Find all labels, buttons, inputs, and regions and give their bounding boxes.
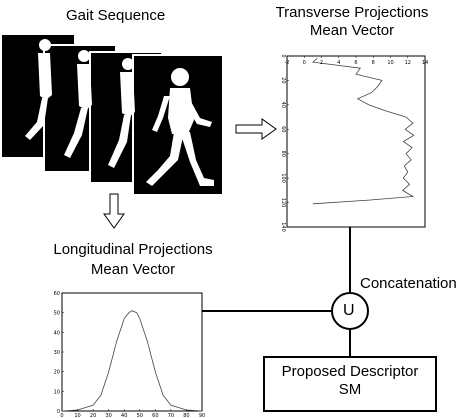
longitudinal-y-tick-label: 0 (57, 409, 60, 415)
silhouette-2 (64, 50, 92, 158)
longitudinal-x-tick-label: 50 (137, 413, 143, 418)
longitudinal-y-tick-label: 60 (54, 291, 60, 297)
longitudinal-title-line1: Longitudinal Projections (53, 241, 213, 258)
transverse-y-tick-label: 60 (280, 126, 286, 132)
longitudinal-x-tick-label: 70 (168, 413, 174, 418)
union-circle (331, 292, 369, 330)
longitudinal-x-tick-label: 10 (74, 413, 80, 418)
transverse-x-tick-label: 0 (303, 60, 306, 66)
silhouette-1 (25, 39, 52, 140)
descriptor-label: Proposed Descriptor SM (264, 363, 436, 399)
union-symbol: U (343, 302, 355, 319)
descriptor-line2: SM (338, 381, 362, 398)
silhouette-4 (146, 68, 214, 186)
transverse-x-tick-label: 4 (337, 60, 340, 66)
longitudinal-y-tick-label: 20 (54, 370, 60, 376)
transverse-title-line1: Transverse Projections (275, 4, 429, 21)
longitudinal-x-tick-label: 60 (152, 413, 158, 418)
arrow-right-icon (235, 118, 277, 140)
longitudinal-y-tick-label: 50 (54, 311, 60, 317)
transverse-y-tick-label: 0 (280, 54, 286, 57)
transverse-x-tick-label: 10 (387, 60, 393, 66)
transverse-y-tick-label: 140 (280, 222, 286, 232)
longitudinal-y-tick-label: 40 (54, 330, 60, 336)
transverse-x-tick-label: 8 (372, 60, 375, 66)
transverse-x-tick-label: 14 (422, 60, 428, 66)
longitudinal-x-tick-label: 20 (90, 413, 96, 418)
transverse-x-tick-label: 12 (405, 60, 411, 66)
transverse-y-tick-label: 20 (280, 77, 286, 83)
transverse-y-tick-label: 100 (280, 173, 286, 183)
transverse-x-tick-label: 6 (354, 60, 357, 66)
concatenation-label: Concatenation (360, 275, 457, 292)
longitudinal-title: Longitudinal Projections Mean Vector (18, 240, 248, 280)
arrows (103, 118, 277, 229)
transverse-title-line2: Mean Vector (309, 22, 395, 39)
longitudinal-plot-frame (61, 292, 203, 412)
silhouette-3 (108, 58, 135, 168)
longitudinal-title-line2: Mean Vector (90, 261, 176, 278)
transverse-series-line (311, 58, 415, 205)
arrow-down-icon (103, 193, 125, 229)
gait-frames (2, 35, 224, 196)
longitudinal-x-tick-label: 80 (183, 413, 189, 418)
longitudinal-y-tick-label: 30 (54, 350, 60, 356)
longitudinal-x-tick-label: 0 (60, 413, 63, 418)
transverse-x-tick-label: -2 (285, 60, 290, 66)
descriptor-line1: Proposed Descriptor (281, 363, 419, 380)
connectors (202, 227, 351, 357)
longitudinal-x-tick-label: 30 (105, 413, 111, 418)
longitudinal-x-tick-label: 40 (121, 413, 127, 418)
transverse-title: Transverse Projections Mean Vector (262, 4, 442, 40)
gait-sequence-title: Gait Sequence (66, 7, 166, 24)
longitudinal-y-tick-label: 10 (54, 389, 60, 395)
transverse-y-tick-label: 80 (280, 151, 286, 157)
longitudinal-series-line (61, 310, 203, 412)
descriptor-box (263, 356, 437, 412)
transverse-plot-frame (286, 55, 426, 228)
longitudinal-x-tick-label: 90 (199, 413, 205, 418)
transverse-y-tick-label: 40 (280, 102, 286, 108)
transverse-y-tick-label: 120 (280, 198, 286, 208)
